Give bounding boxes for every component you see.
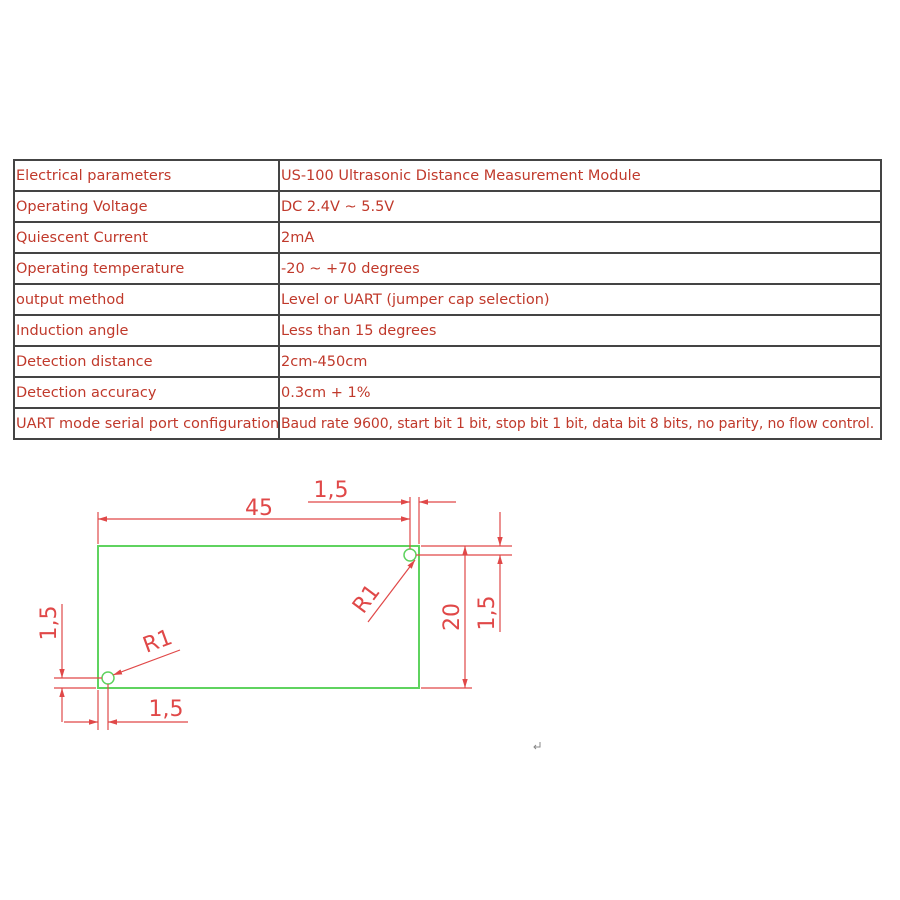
param-cell: Detection accuracy	[13, 376, 280, 409]
value-cell: 2mA	[278, 221, 882, 254]
param-cell: output method	[13, 283, 280, 316]
value-cell: US-100 Ultrasonic Distance Measurement M…	[278, 159, 882, 192]
value-cell: 0.3cm + 1%	[278, 376, 882, 409]
value-cell: Baud rate 9600, start bit 1 bit, stop bi…	[278, 407, 882, 440]
param-cell: UART mode serial port configuration	[13, 407, 280, 440]
param-cell: Quiescent Current	[13, 221, 280, 254]
radius-leader-bottom-left	[112, 649, 181, 676]
value-cell: DC 2.4V ~ 5.5V	[278, 190, 882, 223]
mounting-hole-bottom-left	[101, 671, 115, 685]
param-cell: Electrical parameters	[13, 159, 280, 192]
param-cell: Operating Voltage	[13, 190, 280, 223]
param-cell: Induction angle	[13, 314, 280, 347]
param-cell: Operating temperature	[13, 252, 280, 285]
value-cell: Less than 15 degrees	[278, 314, 882, 347]
board-outline	[97, 545, 420, 689]
return-mark-icon	[533, 742, 541, 750]
mounting-hole-top-right	[403, 548, 417, 562]
width-label: 45	[245, 496, 273, 521]
table-row: Operating temperature-20 ~ +70 degrees	[13, 252, 882, 285]
offset-top-label: 1,5	[314, 478, 349, 503]
value-cell: 2cm-450cm	[278, 345, 882, 378]
radius-leader-top-right	[367, 559, 416, 623]
height-label: 20	[440, 603, 465, 631]
param-cell: Detection distance	[13, 345, 280, 378]
offset-right-label: 1,5	[475, 596, 500, 631]
value-cell: Level or UART (jumper cap selection)	[278, 283, 882, 316]
radius-label-top-right: R1	[348, 580, 386, 618]
offset-bottom-label: 1,5	[149, 697, 184, 722]
value-cell: -20 ~ +70 degrees	[278, 252, 882, 285]
offset-left-label: 1,5	[37, 606, 62, 641]
